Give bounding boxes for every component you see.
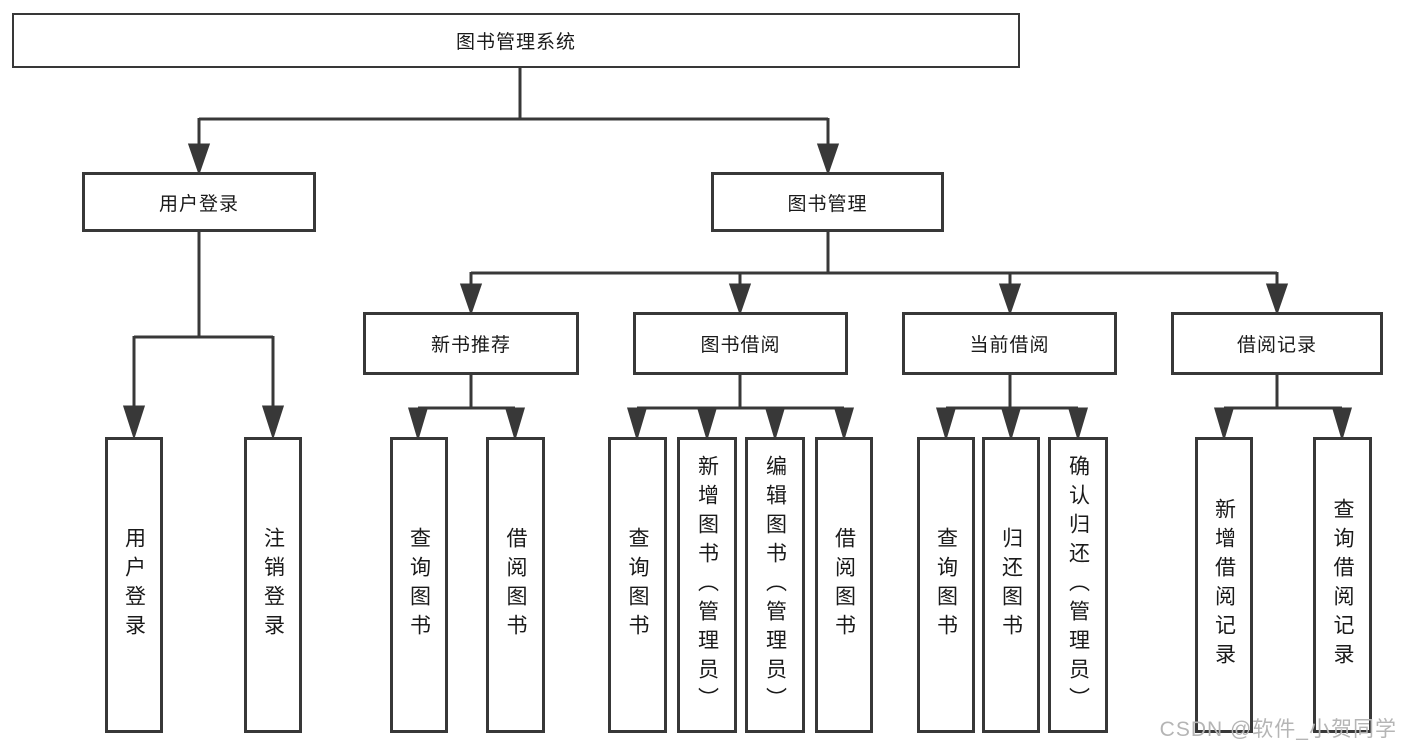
arrowhead-icon xyxy=(1067,407,1089,442)
node-confirm-return-admin: 确认归还（管理员） xyxy=(1048,437,1108,733)
arrowhead-icon xyxy=(1000,407,1022,442)
arrowhead-icon xyxy=(1213,407,1235,442)
node-label: 归还图书 xyxy=(999,527,1023,643)
node-current-borrow: 当前借阅 xyxy=(902,312,1117,375)
node-user-login-leaf: 用户登录 xyxy=(105,437,163,733)
node-logout: 注销登录 xyxy=(244,437,302,733)
connector-user-login-children xyxy=(122,230,285,440)
node-label: 新增图书（管理员） xyxy=(695,454,719,716)
node-label: 注销登录 xyxy=(261,527,285,643)
arrowhead-icon xyxy=(1331,407,1353,442)
connector-root-to-level2 xyxy=(187,66,840,176)
arrowhead-icon xyxy=(935,407,957,442)
node-add-borrow-record: 新增借阅记录 xyxy=(1195,437,1253,733)
node-label: 借阅图书 xyxy=(832,527,856,643)
node-query-borrow-record: 查询借阅记录 xyxy=(1313,437,1372,733)
arrowhead-icon xyxy=(696,407,718,442)
arrowhead-icon xyxy=(261,405,285,440)
node-label: 图书管理系统 xyxy=(455,32,576,53)
arrowhead-icon xyxy=(122,405,146,440)
arrowhead-icon xyxy=(728,283,752,316)
connector-new-book-children xyxy=(407,373,526,442)
connector-borrow-records-children xyxy=(1213,373,1353,442)
arrowhead-icon xyxy=(407,407,429,442)
node-add-book-admin: 新增图书（管理员） xyxy=(677,437,737,733)
arrowhead-icon xyxy=(504,407,526,442)
node-label: 查询图书 xyxy=(934,527,958,643)
arrowhead-icon xyxy=(998,283,1022,316)
node-label: 当前借阅 xyxy=(969,335,1050,356)
node-borrow-book-recommend: 借阅图书 xyxy=(486,437,545,733)
node-label: 查询图书 xyxy=(407,527,431,643)
node-user-login: 用户登录 xyxy=(82,172,316,232)
node-label: 查询图书 xyxy=(626,527,649,643)
node-query-book-current: 查询图书 xyxy=(917,437,975,733)
node-borrow-records: 借阅记录 xyxy=(1171,312,1383,375)
node-label: 新增借阅记录 xyxy=(1212,498,1236,672)
connector-book-mgmt-children xyxy=(459,230,1289,316)
arrowhead-icon xyxy=(764,407,786,442)
node-book-borrow: 图书借阅 xyxy=(633,312,848,375)
node-return-book: 归还图书 xyxy=(982,437,1040,733)
arrowhead-icon xyxy=(626,407,648,442)
csdn-watermark: CSDN @软件_小贺同学 xyxy=(1159,718,1397,741)
connector-book-borrow-children xyxy=(626,373,855,442)
node-edit-book-admin: 编辑图书（管理员） xyxy=(745,437,805,733)
arrowhead-icon xyxy=(816,143,840,176)
node-label: 确认归还（管理员） xyxy=(1066,454,1090,716)
node-query-book-borrow: 查询图书 xyxy=(608,437,667,733)
node-label: 借阅记录 xyxy=(1236,335,1317,356)
connector-current-borrow-children xyxy=(935,373,1089,442)
node-label: 用户登录 xyxy=(158,193,239,215)
node-label: 用户登录 xyxy=(122,527,146,643)
arrowhead-icon xyxy=(459,283,483,316)
node-book-management: 图书管理 xyxy=(711,172,944,232)
node-borrow-book-leaf: 借阅图书 xyxy=(815,437,873,733)
node-label: 图书管理 xyxy=(787,193,868,215)
node-label: 借阅图书 xyxy=(504,527,527,643)
node-label: 编辑图书（管理员） xyxy=(763,454,787,716)
node-query-book-recommend: 查询图书 xyxy=(390,437,448,733)
arrowhead-icon xyxy=(1265,283,1289,316)
node-label: 新书推荐 xyxy=(430,335,511,356)
node-label: 查询借阅记录 xyxy=(1331,498,1354,672)
node-new-book-recommend: 新书推荐 xyxy=(363,312,579,375)
arrowhead-icon xyxy=(833,407,855,442)
arrowhead-icon xyxy=(187,143,211,176)
node-library-system: 图书管理系统 xyxy=(12,13,1020,68)
node-label: 图书借阅 xyxy=(700,335,781,356)
